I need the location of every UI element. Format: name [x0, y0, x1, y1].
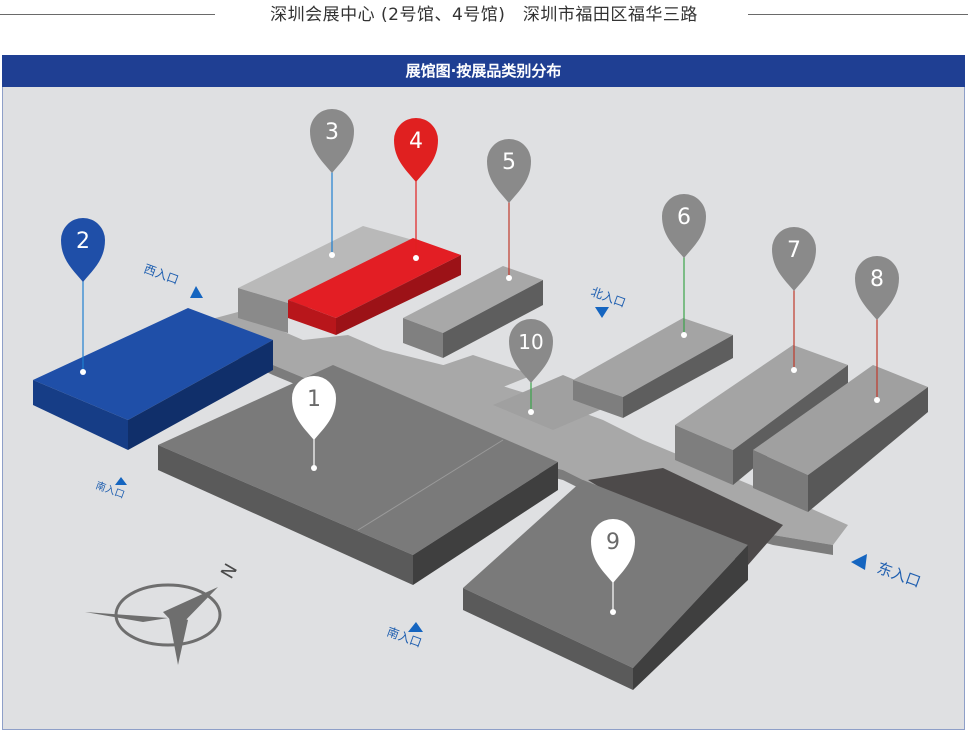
header: 深圳会展中心 (2号馆、4号馆) 深圳市福田区福华三路: [0, 0, 968, 30]
hall-5-label: 5: [502, 150, 516, 175]
entrance-east-arrow-icon: [851, 554, 867, 570]
entrance-south-bottom-arrow-icon: [408, 622, 423, 632]
pin-hall-4[interactable]: 4: [394, 118, 438, 261]
compass-needle-west-icon: [85, 612, 168, 622]
pin-hall-1[interactable]: 1: [292, 376, 336, 471]
hall-6-label: 6: [677, 205, 691, 230]
hall-6[interactable]: [573, 318, 733, 418]
entrance-south-left[interactable]: 南入口: [94, 477, 127, 501]
hall-2[interactable]: [33, 308, 273, 450]
hall-8[interactable]: [753, 365, 928, 512]
entrance-south-bottom[interactable]: 南入口: [385, 622, 424, 650]
hall-10-label: 10: [518, 330, 543, 354]
hall-9-label: 9: [606, 530, 620, 555]
hall-4-label: 4: [409, 129, 423, 154]
hall-2-label: 2: [76, 229, 90, 254]
hall-8-label: 8: [870, 267, 884, 292]
pin-hall-5[interactable]: 5: [487, 139, 531, 281]
header-rule-left: [0, 14, 215, 15]
pin-hall-9[interactable]: 9: [591, 519, 635, 615]
hall-7-label: 7: [787, 238, 801, 263]
entrance-east[interactable]: 东入口: [851, 554, 923, 591]
entrance-west-label: 西入口: [142, 262, 181, 287]
venue-title: 深圳会展中心 (2号馆、4号馆) 深圳市福田区福华三路: [0, 0, 968, 30]
hall-1-label: 1: [307, 387, 321, 412]
entrance-south-left-arrow-icon: [115, 477, 127, 485]
header-rule-right: [748, 14, 968, 15]
entrance-west[interactable]: 西入口: [142, 262, 203, 298]
compass-needle-south-icon: [168, 612, 188, 665]
entrance-north[interactable]: 北入口: [589, 285, 628, 318]
pin-hall-6[interactable]: 6: [662, 194, 706, 338]
hall-1[interactable]: [158, 365, 558, 585]
pin-hall-2[interactable]: 2: [61, 218, 105, 375]
map-banner: 展馆图·按展品类别分布: [2, 55, 965, 87]
compass-north-label: N: [217, 560, 242, 582]
compass: N: [85, 560, 242, 665]
entrance-west-arrow-icon: [190, 286, 203, 298]
pin-hall-7[interactable]: 7: [772, 227, 816, 373]
hall-5[interactable]: [403, 266, 543, 358]
pin-hall-3[interactable]: 3: [310, 109, 354, 258]
pin-hall-8[interactable]: 8: [855, 256, 899, 403]
entrance-north-label: 北入口: [589, 285, 628, 310]
pin-hall-10[interactable]: 10: [509, 319, 553, 415]
entrance-north-arrow-icon: [595, 307, 609, 318]
venue-map[interactable]: 3 4 5 2 1 10 6 7: [2, 87, 965, 730]
venue-map-svg[interactable]: 3 4 5 2 1 10 6 7: [3, 87, 964, 729]
hall-3-label: 3: [325, 120, 339, 145]
entrance-east-label: 东入口: [875, 559, 923, 591]
